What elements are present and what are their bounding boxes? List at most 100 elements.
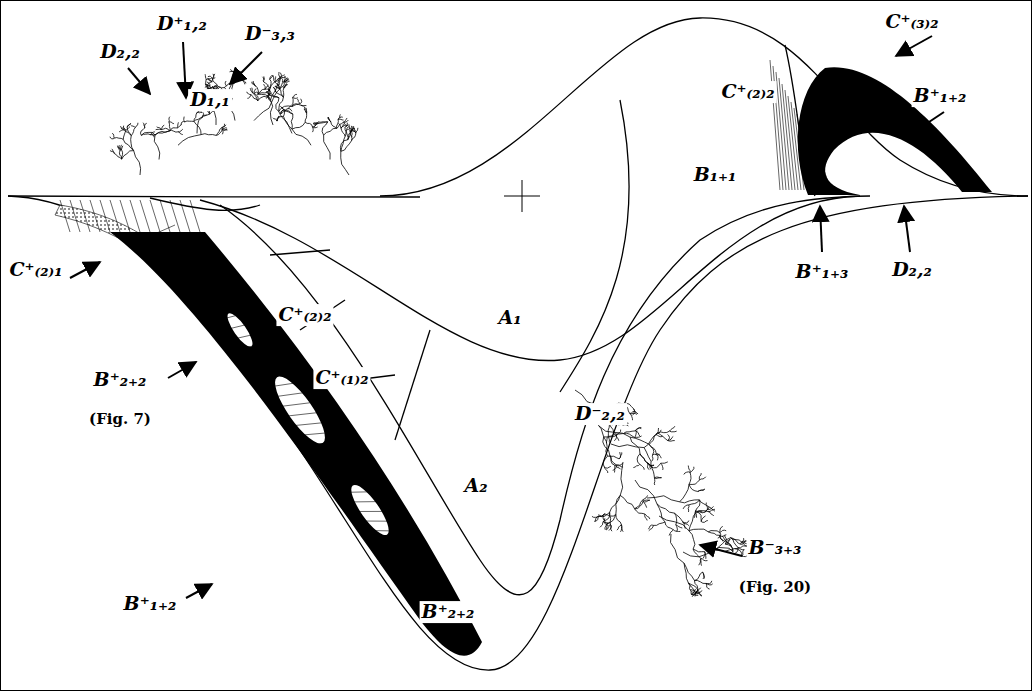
fractal-branch [706, 583, 713, 584]
leader-arrow [904, 206, 910, 252]
leader-arrow [914, 112, 944, 132]
hatch-line [416, 597, 460, 600]
hatch-line [779, 78, 789, 190]
fractal-branch [620, 495, 634, 508]
fractal-branch [169, 122, 170, 131]
fractal-branch [694, 572, 702, 580]
fractal-branch [689, 484, 698, 491]
fractal-branch [653, 454, 660, 456]
fractal-branch [197, 114, 210, 133]
fractal-branch [247, 95, 251, 99]
hatch-line [248, 363, 280, 369]
fractal-branch [280, 89, 284, 97]
fractal-branch [674, 513, 682, 522]
fractal-branch [608, 424, 609, 436]
fractal-branch [292, 97, 293, 106]
fractal-branch [599, 426, 630, 437]
fractal-branch [706, 581, 712, 584]
fractal-branch [281, 107, 284, 111]
fractal-branch [694, 580, 706, 583]
fractal-branch [699, 500, 709, 507]
region-label: B⁺₁₊₃ [794, 261, 851, 283]
fractal-branch [292, 104, 301, 106]
fractal-branch [635, 480, 657, 504]
fractal-branch [341, 151, 349, 175]
fractal-branch [715, 538, 731, 550]
fractal-branch [205, 74, 207, 80]
fractal-branch [283, 116, 292, 129]
fractal-branch [604, 466, 611, 468]
hatch-line [395, 569, 438, 571]
hatch-line [185, 274, 213, 283]
fractal-branch [292, 129, 311, 145]
hatch-line [367, 530, 408, 532]
fractal-branch [683, 505, 689, 509]
hatch-line [353, 511, 393, 512]
fractal-branch [280, 111, 285, 113]
hatch-line [782, 84, 792, 190]
fractal-branch [275, 87, 280, 89]
hatch-line [80, 200, 90, 232]
region-label: A₂ [462, 475, 489, 497]
fractal-branch [701, 558, 708, 560]
region-label: C⁺₍₃₎₂ [883, 11, 940, 33]
fractal-branch [300, 99, 302, 104]
fractal-branch [258, 94, 271, 100]
fractal-branch [254, 102, 272, 120]
fractal-branch [647, 496, 680, 502]
hatch-line [140, 200, 150, 232]
fractal-branch [696, 511, 708, 512]
fractal-branch [277, 116, 283, 121]
hatch-line [290, 423, 325, 427]
fractal-branch [293, 94, 297, 97]
fractal-branch [266, 95, 270, 98]
fractal-branch [708, 532, 719, 535]
leader-arrow [186, 584, 212, 598]
fractal-branch [340, 140, 347, 152]
hatch-line [70, 200, 80, 232]
fractal-branch [292, 122, 305, 129]
fractal-branch [595, 516, 599, 521]
fractal-branch [352, 133, 356, 141]
leader-arrow [168, 362, 196, 378]
fractal-branch [703, 572, 705, 579]
fractal-branch [620, 525, 621, 532]
hatch-line [374, 540, 415, 541]
fractal-branch [313, 122, 318, 123]
fractal-branch [127, 123, 130, 127]
fractal-branch [689, 529, 708, 532]
region-label: D⁺₁,₂ [155, 13, 209, 35]
fractal-branch [123, 139, 133, 150]
fractal-branch [265, 85, 268, 89]
fractal-branch [279, 72, 280, 77]
hatch-line [157, 235, 183, 246]
fractal-branch [633, 464, 639, 467]
fractal-branch [654, 477, 661, 479]
fractal-branch [178, 135, 201, 146]
fractal-branch [140, 128, 144, 135]
fractal-branch [212, 79, 217, 86]
fractal-branch [254, 92, 259, 93]
fractal-branch [630, 412, 636, 414]
fractal-branch [649, 525, 654, 530]
hatch-line [325, 472, 363, 474]
hatch-line [220, 324, 250, 331]
fractal-branch [696, 512, 701, 522]
region-label: B⁺₁₊₂ [912, 85, 969, 107]
fractal-branch [305, 122, 312, 127]
fractal-branch [635, 509, 645, 514]
fractal-branch [301, 105, 305, 108]
fractal-branch [297, 99, 300, 104]
origin-cross [504, 180, 540, 212]
fractal-branch [156, 129, 161, 130]
fractal-branch [683, 550, 715, 557]
fractal-branch [304, 109, 307, 113]
hatch-line [269, 393, 303, 398]
hatch-line [60, 200, 70, 232]
fractal-branch [184, 117, 185, 122]
fractal-branch [291, 114, 293, 129]
fractal-branch [119, 130, 124, 132]
fractal-branch [216, 128, 221, 136]
fractal-branch [324, 128, 337, 135]
fractal-branch [279, 112, 292, 134]
